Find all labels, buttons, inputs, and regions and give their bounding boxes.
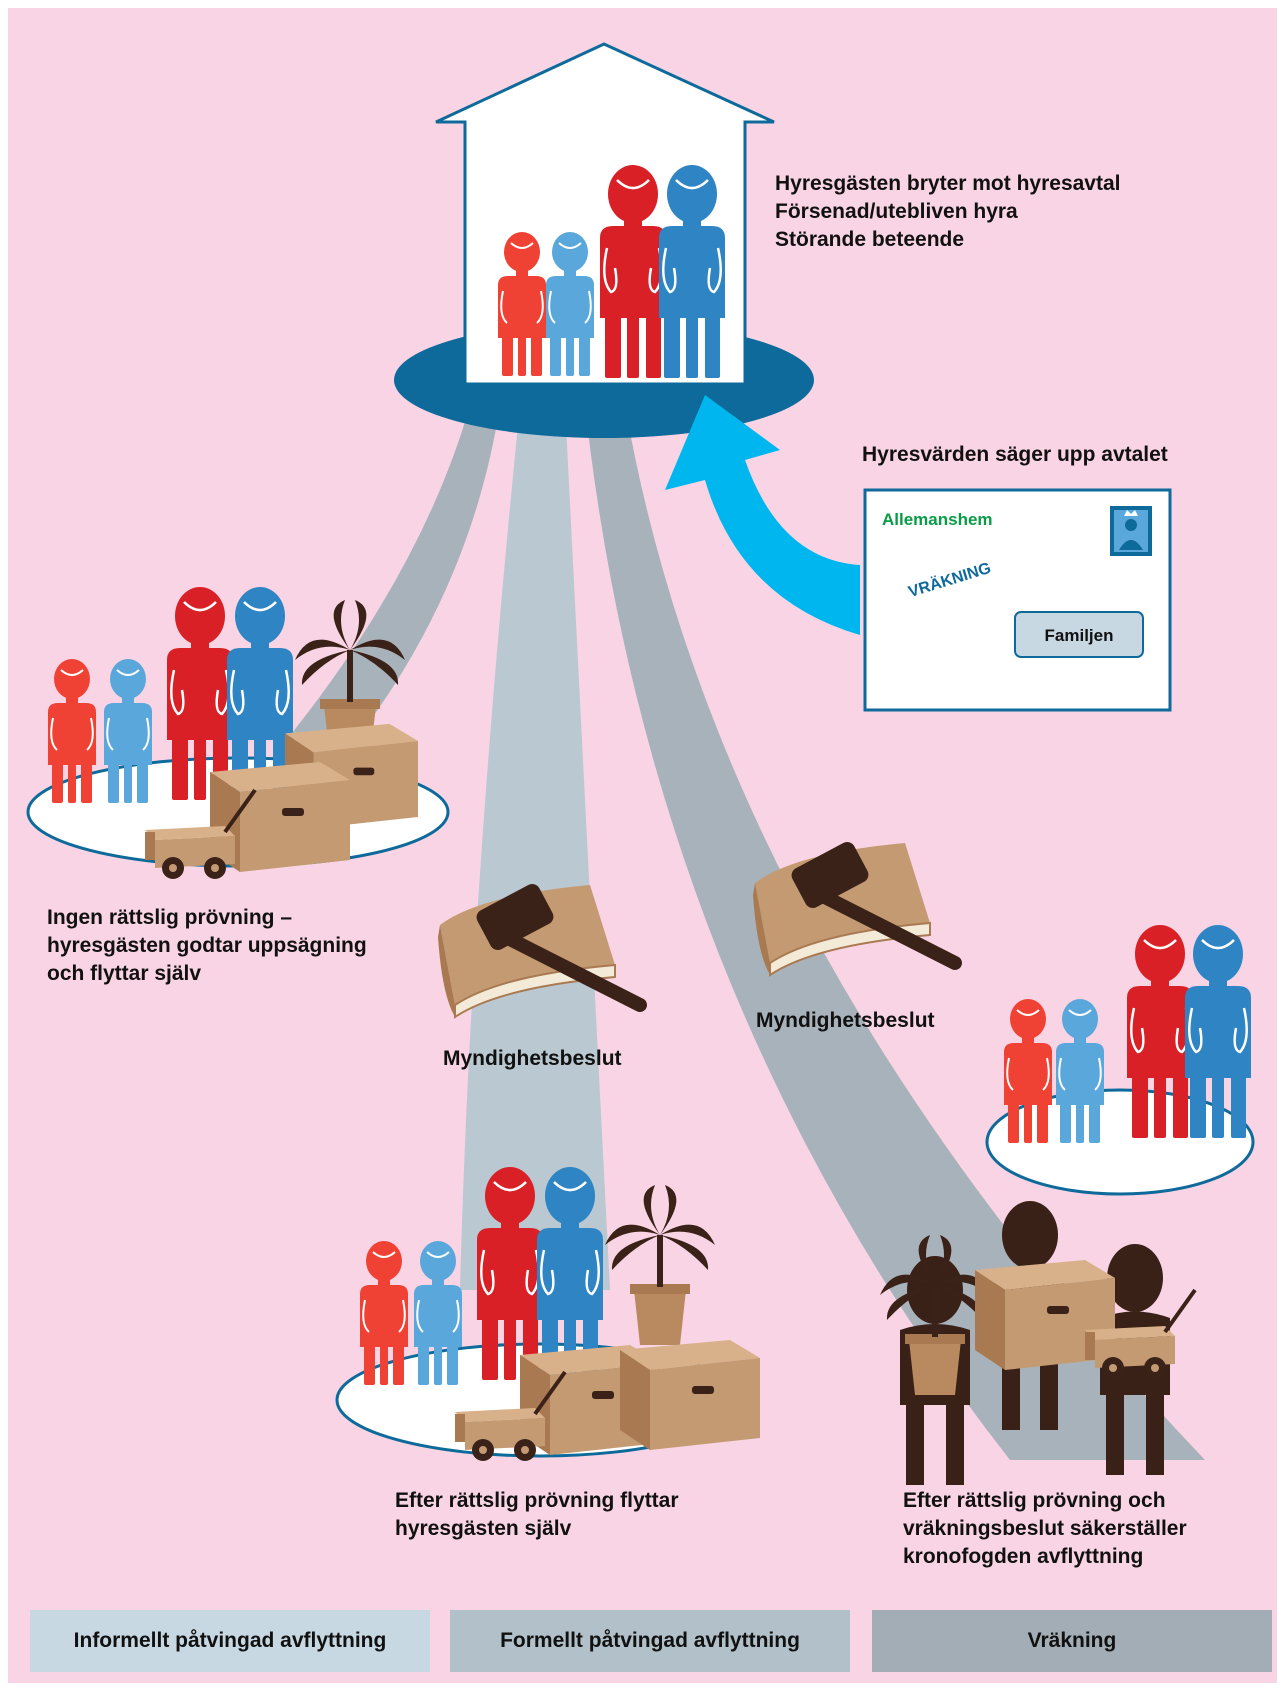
informal-outcome: Ingen rättslig prövning – hyresgästen go… xyxy=(47,906,367,985)
category-formal: Formellt påtvingad avflyttning xyxy=(500,1629,800,1652)
notice-heading: Hyresvärden säger upp avtalet xyxy=(862,443,1168,466)
informal-path xyxy=(270,405,500,760)
reason-breach: Hyresgästen bryter mot hyresavtal xyxy=(775,172,1121,195)
category-bg-eviction xyxy=(872,1610,1272,1672)
decision-label-left: Myndighetsbeslut xyxy=(443,1047,622,1070)
category-informal: Informellt påtvingad avflyttning xyxy=(73,1629,387,1652)
decision-label-right: Myndighetsbeslut xyxy=(756,1009,935,1032)
sender-name: Allemanshem xyxy=(882,510,993,529)
reason-disturbance: Störande beteende xyxy=(775,228,965,251)
eviction-outcome: Efter rättslig prövning och vräkningsbes… xyxy=(903,1489,1187,1568)
category-eviction: Vräkning xyxy=(1027,1629,1117,1652)
category-bg-informal xyxy=(30,1610,430,1672)
reasons-list: Hyresgästen bryter mot hyresavtal Försen… xyxy=(775,170,1121,254)
recipient-name: Familjen xyxy=(1044,626,1114,645)
recipient-label-box xyxy=(1014,611,1144,658)
crown-figure-stamp-icon xyxy=(1110,506,1152,556)
reason-late-rent: Försenad/utebliven hyra xyxy=(775,200,1018,223)
formal-outcome: Efter rättslig prövning flyttar hyresgäs… xyxy=(395,1489,679,1540)
eviction-path xyxy=(585,405,1205,1460)
formal-path xyxy=(460,405,610,1290)
notice-arrow xyxy=(665,395,860,635)
category-bg-formal xyxy=(450,1610,850,1672)
